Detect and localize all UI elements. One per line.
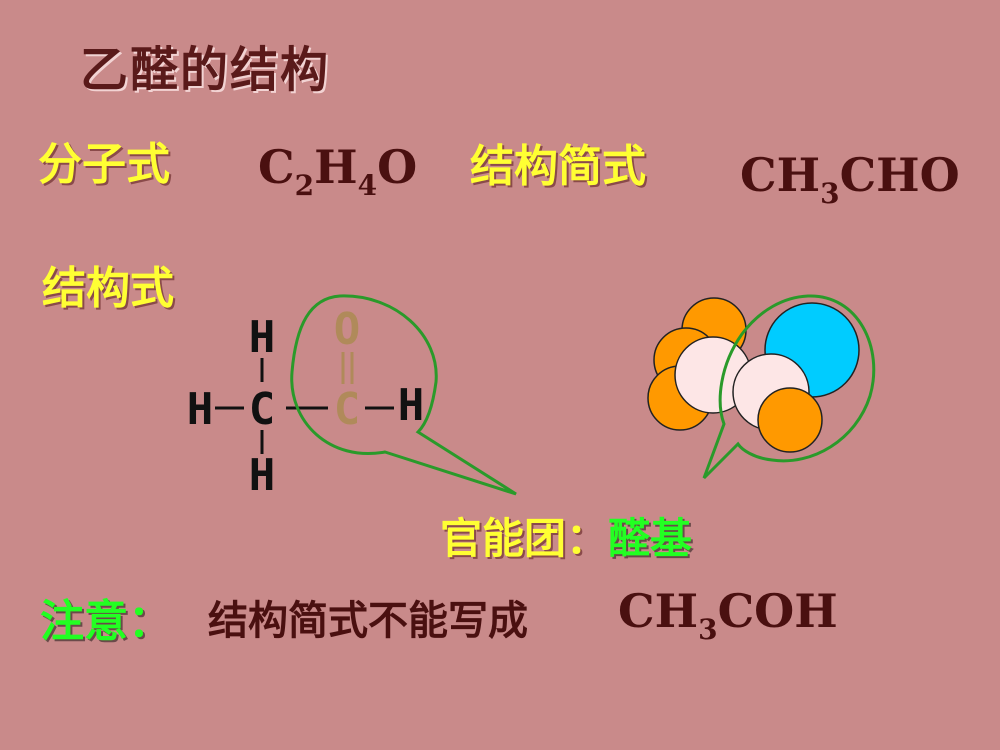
atom-o: O: [334, 304, 361, 355]
atom-c1: C: [249, 384, 276, 435]
note-formula: CH3COH: [618, 584, 838, 646]
atom-h-left: H: [187, 384, 214, 435]
functional-group-value: 醛基: [608, 514, 693, 563]
structural-simple-label: 结构简式: [470, 141, 646, 192]
double-bond: [341, 352, 354, 384]
callout-model: [702, 294, 876, 480]
atom-h-top: H: [249, 312, 276, 363]
atom-c2: C: [334, 384, 361, 435]
bonds: [215, 358, 394, 454]
atom-h-right: H: [398, 380, 425, 431]
structural-formula-label: 结构式: [42, 263, 174, 314]
functional-group: 官能团：醛基: [440, 505, 692, 566]
h-ball-4: [757, 387, 823, 453]
note-label: 注意：: [40, 596, 172, 647]
structural-simple-formula: CH3CHO: [740, 148, 960, 210]
atom-h-bottom: H: [249, 450, 276, 501]
molecular-formula: C2H4O: [258, 140, 418, 202]
functional-group-label: 官能团：: [440, 514, 609, 563]
note-text: 结构简式不能写成: [208, 598, 528, 644]
ball-and-stick-model: [647, 297, 860, 453]
molecular-formula-label: 分子式: [38, 139, 170, 190]
callout-structural: [290, 294, 517, 496]
page-title: 乙醛的结构: [80, 42, 331, 98]
